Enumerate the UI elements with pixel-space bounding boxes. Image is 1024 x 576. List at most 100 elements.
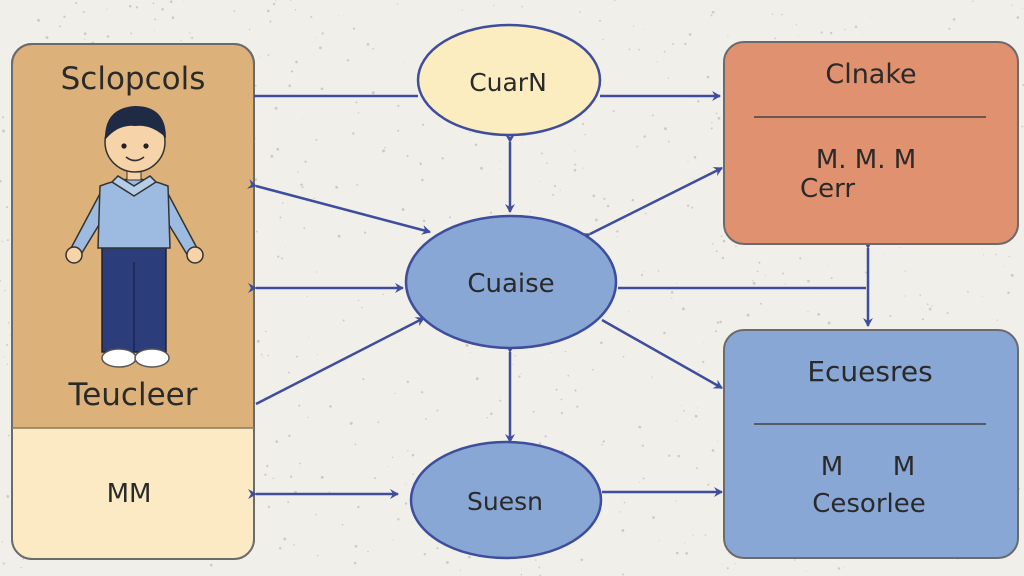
- speckle: [0, 279, 1, 282]
- speckle: [711, 449, 715, 452]
- speckle: [411, 453, 415, 457]
- speckle: [264, 473, 267, 476]
- speckle: [289, 0, 292, 1]
- speckle: [696, 467, 699, 470]
- speckle: [584, 133, 586, 136]
- speckle: [315, 37, 316, 39]
- speckle: [1008, 256, 1010, 258]
- speckle: [671, 297, 673, 299]
- speckle: [574, 163, 577, 166]
- speckle: [128, 4, 132, 8]
- speckle: [82, 11, 85, 14]
- speckle: [397, 129, 400, 132]
- speckle: [983, 254, 985, 256]
- speckle: [1, 116, 5, 119]
- speckle: [638, 481, 640, 483]
- speckle: [406, 380, 410, 384]
- speckle: [2, 562, 5, 565]
- bottom-right-box: Ecuesres M M Cesorlee: [723, 329, 1019, 559]
- edges: [246, 91, 873, 499]
- speckle: [670, 291, 674, 294]
- speckle: [579, 10, 582, 13]
- speckle: [1004, 265, 1006, 267]
- speckle: [685, 552, 688, 555]
- speckle: [541, 152, 543, 155]
- speckle: [830, 31, 833, 35]
- speckle: [1021, 125, 1024, 128]
- speckle: [283, 537, 287, 541]
- node-bottom: Suesn: [409, 440, 603, 560]
- speckle: [675, 551, 679, 555]
- speckle: [161, 8, 164, 11]
- speckle: [355, 101, 358, 104]
- speckle: [518, 375, 521, 378]
- speckle: [315, 138, 318, 141]
- speckle: [600, 341, 603, 345]
- speckle: [555, 388, 558, 391]
- speckle: [387, 466, 389, 468]
- speckle: [316, 271, 318, 273]
- speckle: [711, 10, 715, 14]
- speckle: [346, 59, 350, 62]
- speckle: [75, 1, 78, 4]
- speckle: [83, 32, 87, 36]
- speckle: [712, 243, 714, 245]
- speckle: [320, 87, 324, 91]
- speckle: [270, 154, 274, 158]
- speckle: [720, 235, 723, 238]
- speckle: [1016, 16, 1020, 19]
- speckle: [774, 37, 777, 40]
- speckle: [642, 477, 645, 480]
- speckle: [619, 511, 621, 513]
- speckle: [337, 234, 341, 238]
- speckle: [288, 434, 291, 437]
- speckle: [1022, 7, 1023, 9]
- speckle: [45, 36, 49, 40]
- edge-left-center-diag: [246, 179, 431, 235]
- speckle: [664, 127, 667, 131]
- speckle: [522, 138, 523, 140]
- speckle: [538, 566, 541, 569]
- speckle: [651, 114, 654, 117]
- speckle: [419, 162, 422, 166]
- speckle: [707, 483, 710, 486]
- speckle: [470, 352, 472, 354]
- top-right-box-line1: M. M. M: [816, 145, 916, 175]
- speckle: [37, 18, 40, 22]
- speckle: [752, 281, 756, 285]
- speckle: [421, 123, 425, 126]
- speckle: [599, 19, 601, 22]
- speckle: [592, 368, 594, 371]
- speckle: [715, 250, 718, 253]
- speckle: [328, 491, 331, 493]
- speckle: [616, 236, 618, 238]
- speckle: [292, 92, 294, 94]
- speckle: [297, 171, 299, 173]
- speckle: [632, 25, 635, 27]
- speckle: [899, 247, 901, 249]
- speckle: [697, 100, 700, 103]
- speckle: [573, 168, 577, 172]
- speckle: [374, 477, 377, 480]
- speckle: [421, 391, 424, 394]
- speckle: [722, 563, 724, 565]
- speckle: [710, 14, 713, 17]
- speckle: [425, 417, 427, 420]
- speckle: [651, 376, 653, 378]
- speckle: [567, 374, 570, 377]
- speckle: [722, 239, 726, 243]
- speckle: [320, 475, 324, 479]
- speckle: [514, 355, 516, 357]
- speckle: [861, 33, 863, 35]
- speckle: [694, 414, 698, 418]
- speckle: [904, 295, 906, 297]
- speckle: [436, 409, 439, 412]
- speckle: [423, 553, 426, 556]
- bottom-right-box-title: Ecuesres: [807, 355, 932, 388]
- speckle: [84, 38, 86, 41]
- left-panel-footer: [12, 428, 254, 559]
- speckle: [658, 540, 660, 542]
- speckle: [697, 406, 699, 408]
- left-panel-footer-text: MM: [107, 479, 152, 509]
